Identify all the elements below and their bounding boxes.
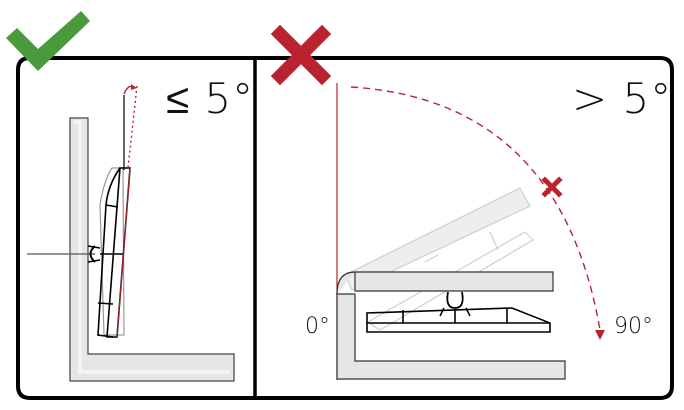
rotation-arc <box>350 86 601 331</box>
tilt-limit-label-allowed: ≤ 5° <box>166 74 255 123</box>
small-cross-icon <box>541 176 563 198</box>
wall-shape <box>336 293 566 380</box>
cross-icon <box>270 24 332 86</box>
left-panel-illustration <box>27 84 235 382</box>
ghost-ceiling-slab <box>344 187 531 291</box>
ghost-monitor <box>366 231 534 331</box>
checkmark-icon <box>6 11 90 71</box>
monitor <box>366 307 551 333</box>
tilt-line-dotted <box>127 85 138 169</box>
angle-end-label: 90° <box>614 314 653 339</box>
right-panel-illustration <box>336 83 605 380</box>
ceiling-shape <box>354 271 554 292</box>
wall-shape <box>69 117 235 382</box>
angle-start-label: 0° <box>305 314 330 339</box>
tilt-limit-label-not-allowed: > 5° <box>572 74 673 123</box>
outer-frame <box>16 56 674 400</box>
